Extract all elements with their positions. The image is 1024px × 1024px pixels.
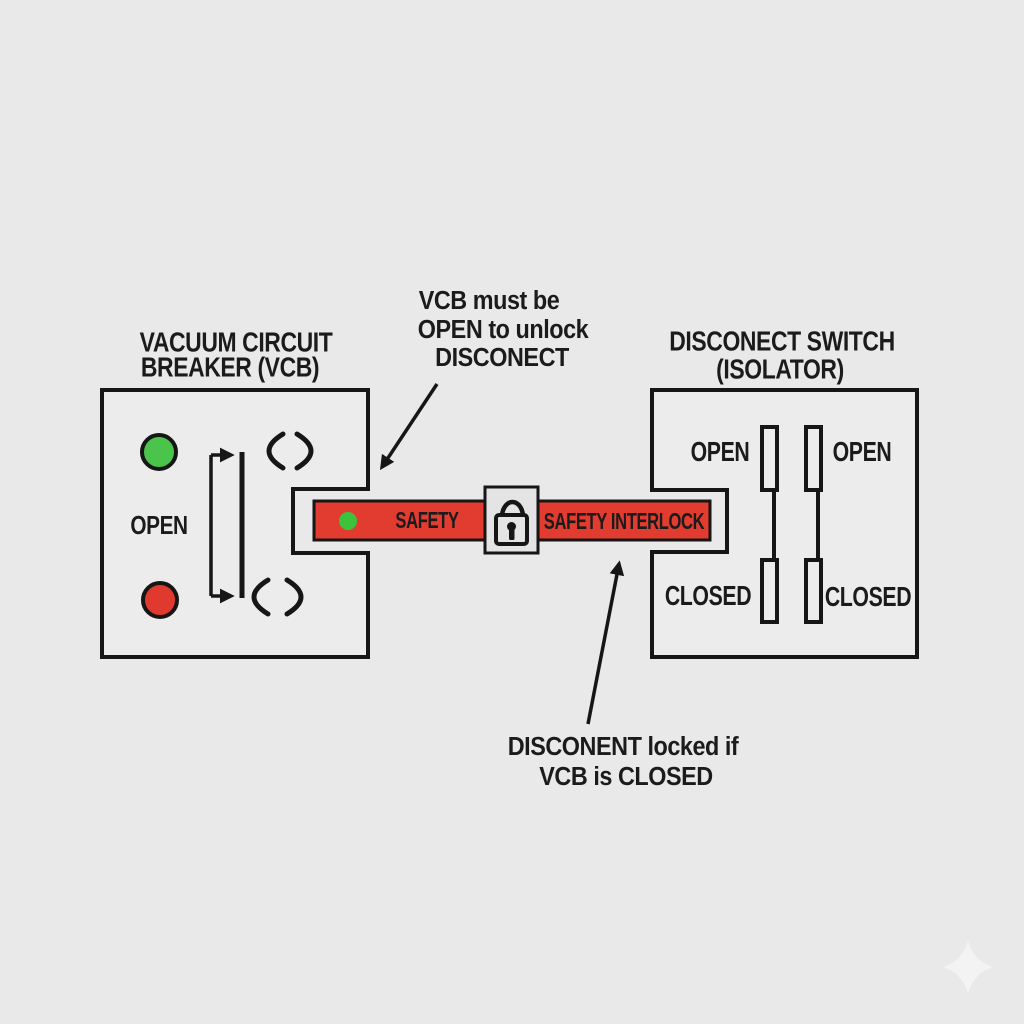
- vcb-contact-open-symbol: [266, 431, 314, 471]
- disconnect-closed-right-label: CLOSED: [825, 581, 911, 613]
- top-note-line1: VCB must be: [419, 287, 560, 315]
- padlock-icon: [494, 499, 529, 546]
- disconnect-right-blade: [804, 425, 823, 624]
- vcb-title-line2: BREAKER (VCB): [141, 353, 319, 384]
- vcb-green-indicator: [140, 433, 178, 471]
- vcb-title-line1: VACUUM CIRCUIT: [140, 328, 333, 359]
- vcb-open-label: OPEN: [130, 511, 187, 540]
- bar-green-dot: [339, 512, 357, 530]
- disconnect-title-line2: (ISOLATOR): [716, 355, 844, 386]
- disconnect-title-line1: DISCONECT SWITCH: [669, 327, 894, 358]
- disconnect-left-blade: [760, 425, 779, 624]
- bottom-note-line2: VCB is CLOSED: [539, 763, 712, 791]
- disconnect-open-right-label: OPEN: [833, 436, 892, 468]
- bottom-note-line1: DISCONENT locked if: [508, 733, 740, 761]
- top-note-line2: OPEN to unlock: [418, 316, 589, 344]
- top-note-arrow: [379, 383, 439, 471]
- disconnect-box: [650, 388, 919, 659]
- disconnect-closed-left-label: CLOSED: [665, 580, 751, 612]
- safety-bar-right-label: SAFETY INTERLOCK: [544, 509, 705, 534]
- sparkle-watermark-icon: [943, 941, 993, 993]
- vcb-red-indicator: [141, 581, 179, 619]
- safety-bar-left-label: SAFETY: [395, 508, 459, 533]
- disconnect-open-left-label: OPEN: [691, 436, 750, 468]
- top-note-line3: DISCONECT: [435, 344, 569, 372]
- vcb-contact-closed-symbol: [251, 577, 304, 617]
- bottom-note-arrow: [586, 560, 625, 725]
